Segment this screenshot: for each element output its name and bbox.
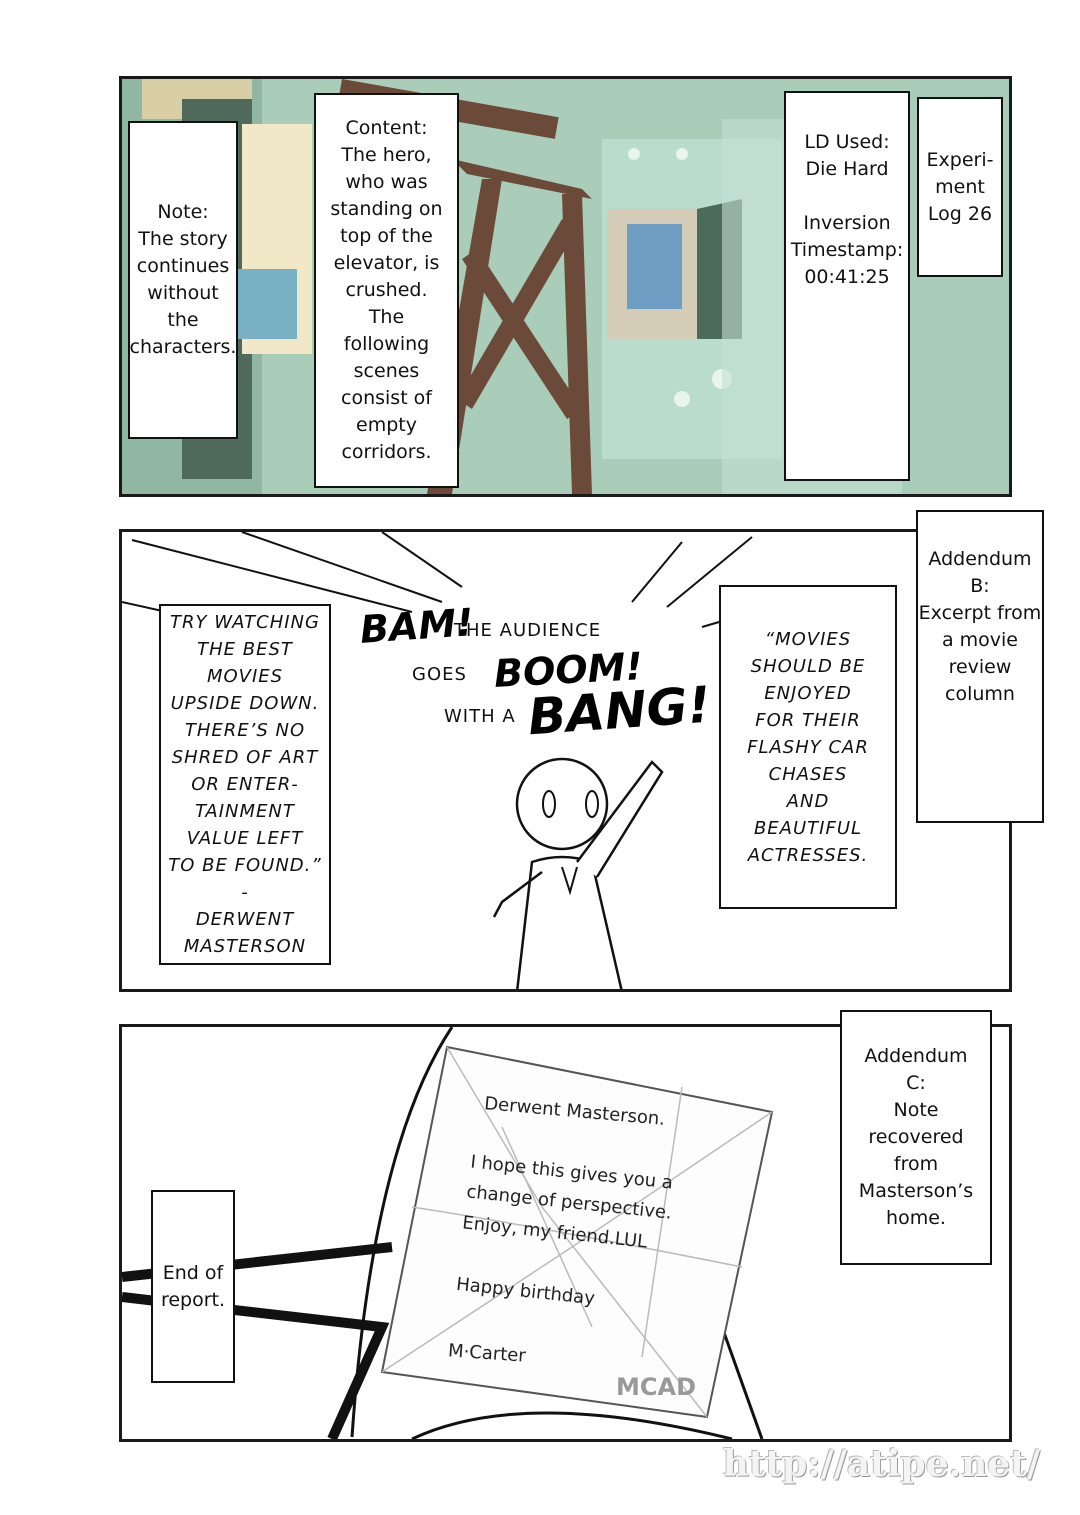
ld-used-caption-text: LD Used: Die Hard Inversion Timestamp: 0… (790, 131, 904, 288)
end-of-report-caption: End of report. (151, 1190, 235, 1383)
note-scene-illustration (122, 1027, 774, 1439)
note-caption-text: Note: The story continues without the ch… (129, 201, 237, 358)
quote-right-text: “Movies should be enjoyed for their flas… (747, 628, 869, 866)
quote-left-text: Try watching the best movies upside down… (168, 612, 322, 957)
addendum-c-text: Addendum C: Note recovered from Masterso… (858, 1045, 974, 1229)
quote-right-caption: “Movies should be enjoyed for their flas… (719, 585, 897, 909)
mcad-logo: MCAD (616, 1373, 696, 1401)
end-of-report-text: End of report. (160, 1261, 226, 1311)
ld-used-caption: LD Used: Die Hard Inversion Timestamp: 0… (784, 91, 910, 481)
experiment-log-caption: Experi- ment Log 26 (917, 97, 1003, 277)
addendum-b-text: Addendum B: Excerpt from a movie review … (918, 548, 1042, 705)
content-caption: Content: The hero, who was standing on t… (314, 93, 459, 488)
addendum-b-caption: Addendum B: Excerpt from a movie review … (916, 510, 1044, 823)
content-caption-text: Content: The hero, who was standing on t… (330, 117, 443, 463)
note-caption: Note: The story continues without the ch… (128, 121, 238, 439)
quote-left-caption: Try watching the best movies upside down… (159, 604, 331, 965)
sfx-with-a: with a (444, 706, 516, 727)
sfx-goes: goes (412, 664, 467, 685)
speed-lines (122, 532, 823, 989)
site-watermark: http://atipe.net/ (722, 1443, 1040, 1485)
addendum-c-caption: Addendum C: Note recovered from Masterso… (840, 1010, 992, 1265)
panel-2-review-excerpt: BAM! The audience goes BOOM! with a BANG… (119, 529, 1012, 992)
experiment-log-caption-text: Experi- ment Log 26 (926, 148, 994, 225)
sfx-line-audience: The audience (454, 620, 602, 641)
panel-1-elevator-shaft: Note: The story continues without the ch… (119, 76, 1012, 497)
